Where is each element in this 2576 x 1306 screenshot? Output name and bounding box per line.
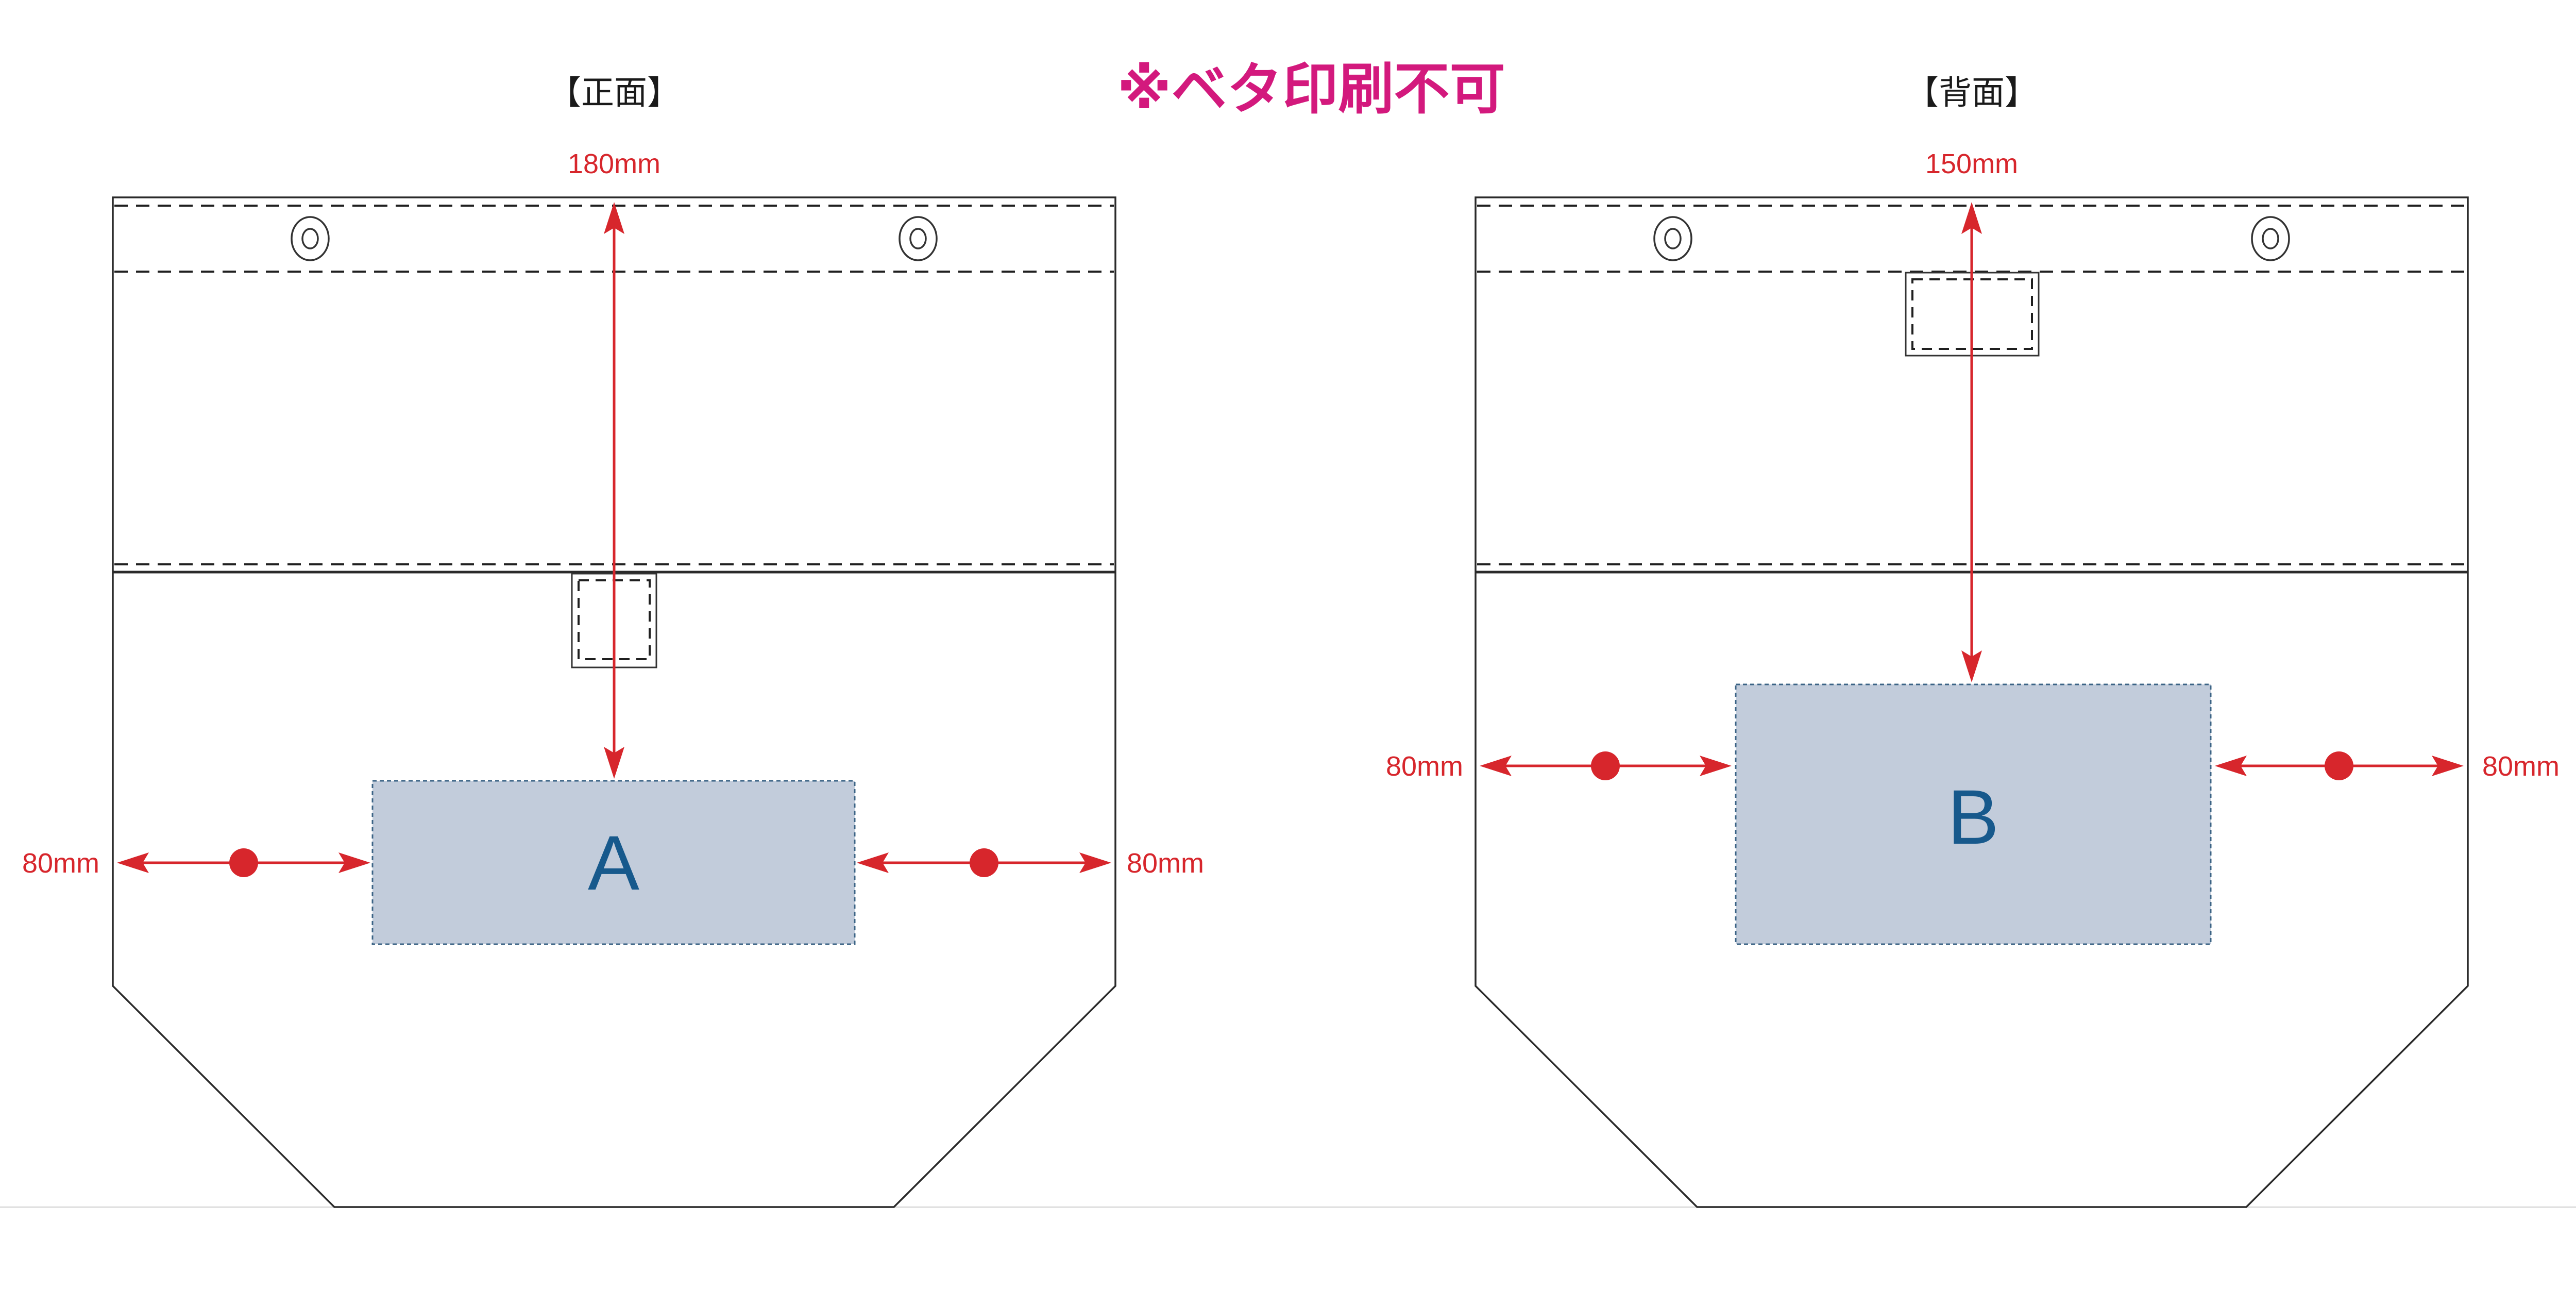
back-margin-right-dot (2325, 751, 2353, 780)
back-margin-right-arrow (2215, 751, 2464, 780)
front-margin-left-dot (229, 848, 258, 877)
back-height-label: 150mm (1925, 148, 2018, 179)
front-margin-left-label: 80mm (22, 848, 99, 879)
front-margin-right-arrow (857, 848, 1111, 877)
back-margin-left-dot (1591, 751, 1620, 780)
back-margin-right-label: 80mm (2482, 751, 2560, 782)
front-margin-right-dot (970, 848, 998, 877)
back-height-arrow (1961, 202, 1982, 682)
back-title: 【背面】 (1906, 74, 2038, 111)
back-margin-left-arrow (1480, 751, 1732, 780)
front-print-area-label: A (588, 819, 639, 906)
front-height-arrow (604, 202, 624, 779)
front-title: 【正面】 (548, 74, 680, 111)
front-grommet-left-icon (291, 216, 330, 261)
back-grommet-right-icon (2251, 216, 2290, 261)
front-margin-right-label: 80mm (1127, 848, 1204, 879)
front-view: 【正面】 A 180mm (22, 74, 1204, 1208)
back-print-area (1735, 683, 2212, 945)
back-print-area-label: B (1947, 774, 1999, 860)
back-view: 【背面】 B 150mm (1386, 74, 2560, 1208)
back-grommet-left-icon (1653, 216, 1692, 261)
back-margin-left-label: 80mm (1386, 751, 1463, 782)
front-grommet-right-icon (899, 216, 938, 261)
front-height-label: 180mm (568, 148, 660, 179)
note-no-solid-print: ※ベタ印刷不可 (1117, 58, 1505, 120)
front-print-area (371, 780, 856, 945)
front-margin-left-arrow (117, 848, 370, 877)
